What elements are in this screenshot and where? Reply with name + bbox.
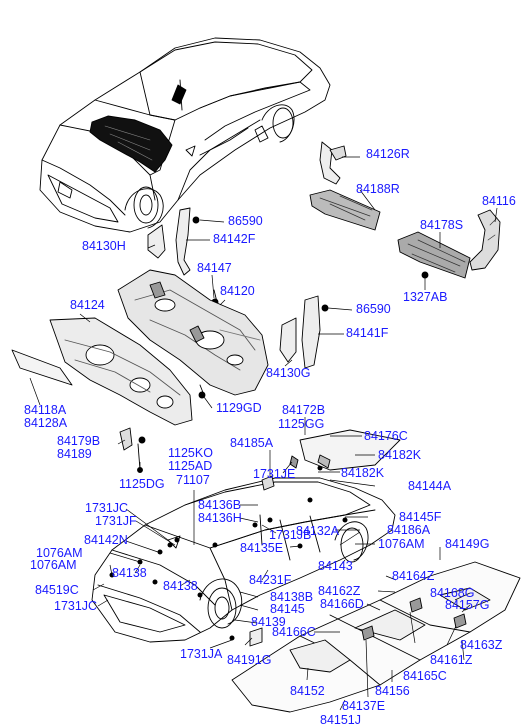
part-label-1731jb[interactable]: 1731JB xyxy=(269,528,312,542)
part-label-84178s[interactable]: 84178S xyxy=(420,218,464,232)
part-label-84124[interactable]: 84124 xyxy=(70,298,105,312)
part-label-84136b[interactable]: 84136B xyxy=(198,498,242,512)
part-label-1076am-left2[interactable]: 1076AM xyxy=(30,558,77,572)
part-label-84135e[interactable]: 84135E xyxy=(240,541,284,555)
part-label-84191g[interactable]: 84191G xyxy=(227,653,272,667)
part-label-84138-a[interactable]: 84138 xyxy=(112,566,147,580)
part-label-86590-mid[interactable]: 86590 xyxy=(356,302,391,316)
part-label-1125ad[interactable]: 1125AD xyxy=(168,459,213,473)
part-label-84519c[interactable]: 84519C xyxy=(35,583,79,597)
part-label-84142f[interactable]: 84142F xyxy=(213,232,256,246)
part-label-84126r[interactable]: 84126R xyxy=(366,147,410,161)
part-label-84176c[interactable]: 84176C xyxy=(364,429,408,443)
part-label-84166c[interactable]: 84166C xyxy=(272,625,316,639)
part-label-84172b[interactable]: 84172B xyxy=(282,403,326,417)
part-label-84156[interactable]: 84156 xyxy=(375,684,410,698)
part-label-1731jf[interactable]: 1731JF xyxy=(95,514,137,528)
part-label-84182k-top[interactable]: 84182K xyxy=(378,448,422,462)
side-parts-drawing xyxy=(309,141,501,279)
part-label-84132a[interactable]: 84132A xyxy=(296,524,340,538)
part-label-1125dg[interactable]: 1125DG xyxy=(119,477,165,491)
part-label-84137e[interactable]: 84137E xyxy=(342,699,386,713)
part-label-84138b[interactable]: 84138B xyxy=(270,590,314,604)
part-label-84138-b[interactable]: 84138 xyxy=(163,579,198,593)
part-label-71107[interactable]: 71107 xyxy=(176,473,210,487)
part-label-84144a[interactable]: 84144A xyxy=(408,479,452,493)
part-label-84136h[interactable]: 84136H xyxy=(198,511,242,525)
part-label-84130g[interactable]: 84130G xyxy=(266,366,311,380)
part-label-84142n[interactable]: 84142N xyxy=(84,533,128,547)
part-label-84161z[interactable]: 84161Z xyxy=(430,653,473,667)
part-label-84130h[interactable]: 84130H xyxy=(82,239,126,253)
part-label-1076am-right[interactable]: 1076AM xyxy=(378,537,425,551)
part-label-84166d[interactable]: 84166D xyxy=(320,597,364,611)
bottom-car-drawing xyxy=(91,477,396,643)
part-label-84162z[interactable]: 84162Z xyxy=(318,584,361,598)
part-label-84118a[interactable]: 84118A xyxy=(24,403,67,417)
part-label-84186a[interactable]: 84186A xyxy=(387,523,431,537)
pillar-brackets-drawing xyxy=(147,207,329,369)
part-label-84145f[interactable]: 84145F xyxy=(399,510,442,524)
dash-panel-drawing xyxy=(11,317,206,426)
part-label-1129gd[interactable]: 1129GD xyxy=(216,401,262,415)
clip-84179b xyxy=(119,427,133,451)
leader-lines xyxy=(29,156,498,711)
part-label-1125ko[interactable]: 1125KO xyxy=(168,446,213,460)
part-label-84182k[interactable]: 84182K xyxy=(341,466,385,480)
part-label-84168g[interactable]: 84168G xyxy=(430,586,475,600)
part-label-84164z[interactable]: 84164Z xyxy=(392,569,435,583)
part-label-84231f[interactable]: 84231F xyxy=(249,573,292,587)
part-label-84151j[interactable]: 84151J xyxy=(320,713,362,727)
part-label-84147[interactable]: 84147 xyxy=(197,261,232,275)
part-label-1731jc-bot[interactable]: 1731JC xyxy=(54,599,98,613)
hood-insulator-pad xyxy=(89,115,173,173)
part-label-1125gg[interactable]: 1125GG xyxy=(278,417,325,431)
part-label-1327ab[interactable]: 1327AB xyxy=(403,290,448,304)
dash-insulator-drawing xyxy=(117,269,269,396)
part-label-84141f[interactable]: 84141F xyxy=(346,326,389,340)
part-label-84149g[interactable]: 84149G xyxy=(445,537,490,551)
part-label-84145[interactable]: 84145 xyxy=(270,602,305,616)
part-label-84179b[interactable]: 84179B xyxy=(57,434,101,448)
floor-carpet-drawing xyxy=(231,561,521,713)
part-label-84143[interactable]: 84143 xyxy=(318,559,353,573)
part-label-1731jc-top[interactable]: 1731JC xyxy=(85,501,129,515)
part-label-84157g[interactable]: 84157G xyxy=(445,598,490,612)
part-label-1731ja[interactable]: 1731JA xyxy=(180,647,223,661)
part-label-84128a[interactable]: 84128A xyxy=(24,416,68,430)
part-label-84165c[interactable]: 84165C xyxy=(403,669,447,683)
part-label-1076am-left1[interactable]: 1076AM xyxy=(36,546,83,560)
part-label-84163z[interactable]: 84163Z xyxy=(460,638,503,652)
part-label-84152[interactable]: 84152 xyxy=(290,684,325,698)
part-label-84189[interactable]: 84189 xyxy=(57,447,92,461)
part-label-84188r[interactable]: 84188R xyxy=(356,182,400,196)
part-label-84120[interactable]: 84120 xyxy=(220,284,255,298)
part-label-1731je[interactable]: 1731JE xyxy=(253,467,296,481)
part-label-84116[interactable]: 84116 xyxy=(482,194,516,208)
part-label-84139[interactable]: 84139 xyxy=(251,615,286,629)
part-label-84185a[interactable]: 84185A xyxy=(230,436,274,450)
part-label-86590-top[interactable]: 86590 xyxy=(228,214,263,228)
